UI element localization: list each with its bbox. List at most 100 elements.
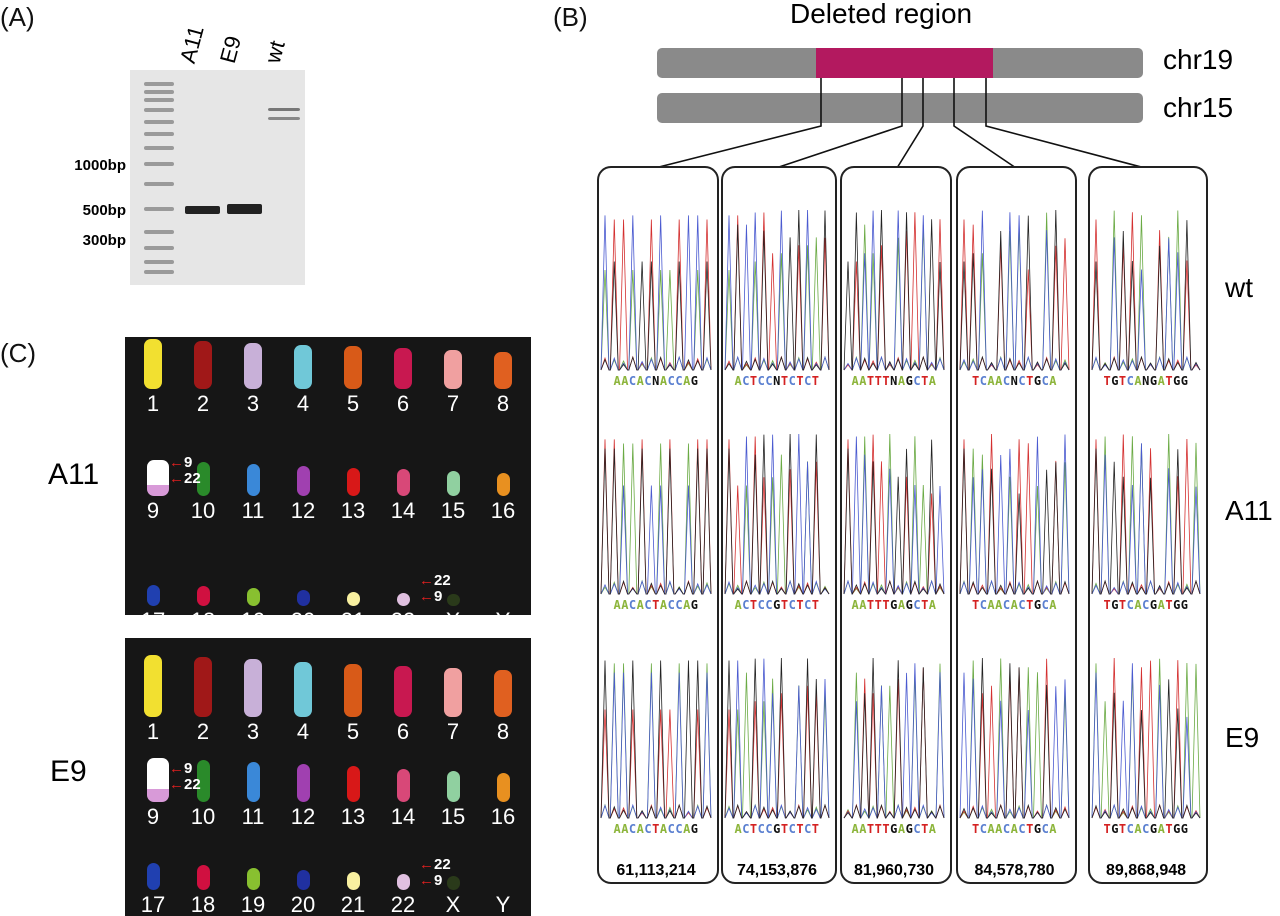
base-letter: T <box>1103 374 1112 388</box>
base-letter: C <box>742 598 750 612</box>
genomic-position: 81,960,730 <box>853 862 935 879</box>
base-letter: C <box>1041 822 1050 836</box>
base-letter: A <box>621 598 629 612</box>
base-letter: T <box>921 822 929 836</box>
base-letter: C <box>675 598 684 612</box>
base-letter: T <box>811 374 820 388</box>
base-letter: A <box>621 822 629 836</box>
base-letter: G <box>690 822 699 836</box>
trace-line <box>843 209 945 371</box>
base-letter: A <box>851 822 860 836</box>
base-letter: C <box>913 598 922 612</box>
trace-line <box>724 209 830 371</box>
translocation-label: 9 <box>434 872 443 889</box>
marker-label: 500bp <box>82 202 126 219</box>
base-letter: C <box>1142 598 1150 612</box>
base-letter: G <box>905 374 914 388</box>
base-letter: A <box>928 598 937 612</box>
translocation-marker: ←22 <box>419 856 451 873</box>
genomic-position: 84,578,780 <box>974 862 1055 879</box>
chromosome-label: 13 <box>340 804 366 829</box>
chromosome-21 <box>346 872 360 890</box>
base-letter: C <box>667 822 676 836</box>
base-letter: G <box>690 598 699 612</box>
base-letter: G <box>1173 374 1181 388</box>
base-letter: A <box>928 822 937 836</box>
base-letter: C <box>804 822 812 836</box>
trace-line <box>843 210 945 371</box>
base-letter: A <box>636 374 645 388</box>
chromatogram <box>600 215 712 819</box>
chromosome-2 <box>194 657 212 717</box>
base-letter: C <box>1002 598 1011 612</box>
base-letter: C <box>1018 822 1027 836</box>
base-letter: A <box>636 822 645 836</box>
arrow-icon: ← <box>169 470 184 487</box>
ladder-band <box>144 162 174 166</box>
sequence-text: ACTCCNTCTCT <box>727 374 827 388</box>
base-letter: G <box>1111 598 1119 612</box>
ladder-band <box>144 270 174 274</box>
translocation-marker: ←9 <box>169 760 192 777</box>
base-letter: T <box>921 374 929 388</box>
base-letter: C <box>1142 822 1150 836</box>
trace-line <box>843 657 945 819</box>
base-letter: C <box>788 822 797 836</box>
translocation-marker: ←22 <box>419 572 451 589</box>
chromosome-label: 18 <box>190 608 216 633</box>
base-letter: A <box>859 822 867 836</box>
base-letter: C <box>913 822 922 836</box>
base-letter: A <box>734 374 743 388</box>
base-letter: A <box>851 374 860 388</box>
sequence-text: TCAACNCTGCA <box>962 374 1067 388</box>
base-letter: T <box>1118 822 1127 836</box>
base-letter: C <box>675 822 684 836</box>
base-letter: A <box>1010 598 1019 612</box>
chromosome-label: 12 <box>290 498 316 523</box>
base-letter: C <box>765 598 774 612</box>
chromosome-label: 15 <box>440 804 466 829</box>
chromosome-label: 13 <box>340 498 366 523</box>
base-letter: C <box>628 374 637 388</box>
base-letter: A <box>613 374 622 388</box>
ladder-band <box>144 246 174 250</box>
arrow-icon: ← <box>419 856 434 873</box>
chromosome-14 <box>396 768 410 802</box>
base-letter: G <box>1033 598 1042 612</box>
chromosome-7 <box>444 668 462 717</box>
base-letter: C <box>1018 374 1027 388</box>
base-letter: A <box>1134 374 1143 388</box>
base-letter: G <box>1180 598 1189 612</box>
base-letter: C <box>644 374 653 388</box>
base-letter: A <box>636 598 645 612</box>
base-letter: C <box>1126 598 1135 612</box>
base-letter: G <box>1180 374 1189 388</box>
chromosome-12 <box>296 764 310 802</box>
panel-a-label: (A) <box>0 2 35 32</box>
trace-line <box>600 448 712 595</box>
chromosome-16 <box>496 472 510 496</box>
base-letter: C <box>675 374 684 388</box>
base-letter: A <box>734 822 743 836</box>
base-letter: T <box>1103 822 1112 836</box>
chromosome-22 <box>396 593 410 606</box>
base-letter: G <box>1111 374 1119 388</box>
ladder-band <box>144 90 174 94</box>
chromosome-label: 19 <box>240 892 266 916</box>
sequence-text: TCAACACTGCA <box>962 822 1067 836</box>
chromosome-11 <box>246 464 260 496</box>
chromosome-label: 21 <box>340 892 366 916</box>
base-letter: T <box>874 598 883 612</box>
chromosome-18 <box>196 586 210 606</box>
chromosome-label: 3 <box>246 391 260 416</box>
chromosome-label: 8 <box>496 719 510 744</box>
chromosome-1 <box>144 655 162 717</box>
marker-label: 300bp <box>82 232 126 249</box>
trace-line <box>843 224 945 371</box>
trace-line <box>843 433 945 595</box>
base-letter: C <box>757 822 766 836</box>
sequence-text: TGTCACGATGG <box>1094 598 1198 612</box>
chromosome-7 <box>444 349 462 389</box>
base-letter: G <box>890 822 898 836</box>
